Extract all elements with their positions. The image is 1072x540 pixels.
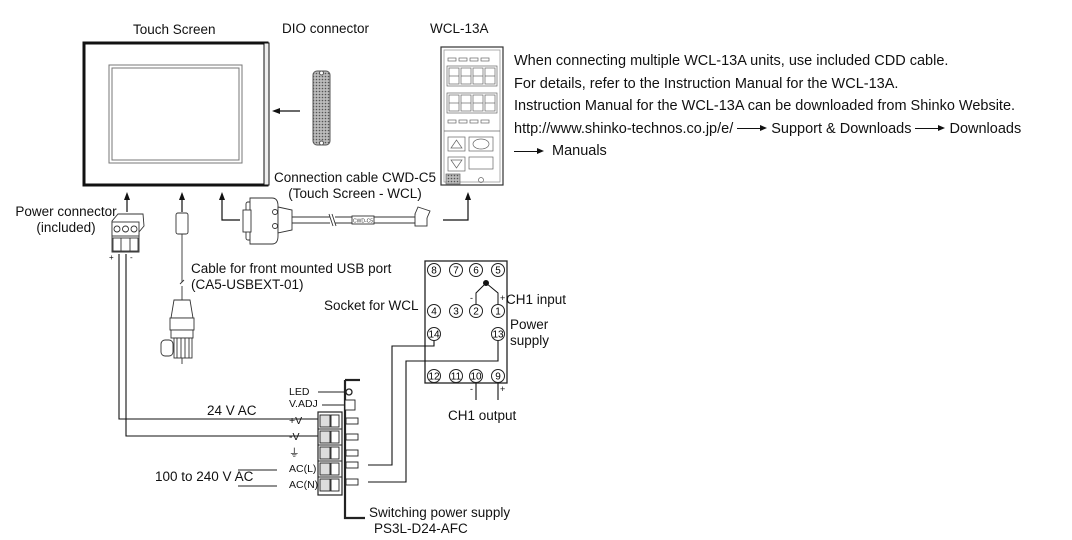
socket-pin-1 bbox=[491, 304, 505, 318]
ch1-output-plus: + bbox=[500, 384, 506, 394]
dio-connector-shape bbox=[312, 70, 331, 146]
wcl-socket-shape bbox=[368, 260, 508, 483]
socket-pin-7 bbox=[449, 263, 463, 277]
connection-cable-label: Connection cable CWD-C5 (Touch Screen - … bbox=[268, 170, 442, 202]
socket-pin-14 bbox=[427, 327, 441, 341]
shinko-url[interactable]: http://www.shinko-technos.co.jp/e/ bbox=[514, 120, 734, 137]
step-support-downloads: Support & Downloads bbox=[771, 120, 912, 137]
cwd-c5-cable-shape bbox=[242, 197, 431, 245]
power-supply-label: Power supply bbox=[510, 317, 549, 349]
psu-label: Switching power supply PS3L-D24-AFC bbox=[369, 505, 510, 537]
note-line-5: Manuals bbox=[514, 140, 1021, 163]
note-line-1: When connecting multiple WCL-13A units, … bbox=[514, 53, 949, 69]
socket-pin-label: 6 bbox=[473, 266, 479, 277]
wcl-13a-device bbox=[440, 46, 504, 186]
socket-pin-label: 14 bbox=[428, 330, 440, 341]
socket-pin-3 bbox=[449, 304, 463, 318]
socket-pin-9 bbox=[491, 369, 505, 383]
cable-print-text: CWD-C5 bbox=[353, 219, 373, 225]
100-240v-ac-label: 100 to 240 V AC bbox=[155, 469, 254, 484]
socket-pin-13 bbox=[491, 327, 505, 341]
ch1-input-plus: + bbox=[500, 293, 506, 303]
connection-cable-label-line2: (Touch Screen - WCL) bbox=[288, 186, 422, 201]
dio-connector-label: DIO connector bbox=[282, 21, 370, 36]
psu-terminal-minus-v: -V bbox=[289, 431, 300, 443]
power-connector-label-line2: (included) bbox=[36, 220, 96, 235]
touch-screen-device bbox=[82, 41, 270, 187]
socket-pin-label: 2 bbox=[473, 307, 479, 318]
arrow-right-icon bbox=[514, 147, 544, 157]
socket-pin-10 bbox=[469, 369, 483, 383]
psu-label-line2: PS3L-D24-AFC bbox=[374, 521, 468, 536]
24v-wires bbox=[118, 254, 318, 437]
socket-pin-12 bbox=[427, 369, 441, 383]
power-minus-mark: - bbox=[130, 253, 133, 262]
wcl-13a-label: WCL-13A bbox=[430, 21, 489, 36]
socket-label: Socket for WCL bbox=[324, 298, 419, 313]
socket-pin-8 bbox=[427, 263, 441, 277]
psu-label-line1: Switching power supply bbox=[369, 505, 511, 520]
step-manuals: Manuals bbox=[552, 143, 607, 160]
power-supply-label-line2: supply bbox=[510, 333, 550, 348]
socket-pin-label: 3 bbox=[453, 307, 459, 318]
psu-terminal-ground: ⏚ bbox=[289, 447, 300, 459]
socket-pin-5 bbox=[491, 263, 505, 277]
power-connector-label: Power connector (included) bbox=[12, 204, 120, 236]
socket-pin-11 bbox=[449, 369, 463, 383]
ch1-output-minus: - bbox=[470, 384, 473, 394]
24v-ac-label: 24 V AC bbox=[207, 403, 257, 418]
ch1-input-minus: - bbox=[470, 293, 473, 303]
socket-pin-6 bbox=[469, 263, 483, 277]
touch-screen-label: Touch Screen bbox=[133, 22, 216, 37]
step-downloads: Downloads bbox=[949, 120, 1022, 137]
note-line-2: For details, refer to the Instruction Ma… bbox=[514, 75, 899, 92]
psu-terminal-vadj: V.ADJ bbox=[289, 398, 318, 410]
socket-pins: 8 7 6 5 4 3 2 1 12 11 10 9 14 13 bbox=[427, 263, 505, 383]
socket-pin-label: 13 bbox=[492, 330, 504, 341]
usb-cable-label: Cable for front mounted USB port (CA5-US… bbox=[191, 261, 391, 293]
connection-cable-label-line1: Connection cable CWD-C5 bbox=[273, 170, 437, 185]
psu-terminal-led: LED bbox=[289, 386, 310, 398]
arrow-right-icon bbox=[915, 124, 946, 134]
power-connector-label-line1: Power connector bbox=[15, 204, 117, 219]
note-line-3: Instruction Manual for the WCL-13A can b… bbox=[514, 98, 1016, 115]
power-plus-mark: + bbox=[109, 253, 114, 262]
socket-pin-label: 11 bbox=[451, 372, 462, 383]
arrow-right-icon bbox=[737, 124, 768, 134]
usb-cable-label-line2: (CA5-USBEXT-01) bbox=[191, 277, 304, 292]
socket-pin-label: 5 bbox=[495, 266, 501, 277]
psu-terminal-ac-n: AC(N) bbox=[289, 479, 319, 491]
usb-cable-shape bbox=[160, 212, 195, 364]
psu-terminal-plus-v: +V bbox=[289, 415, 303, 427]
socket-pin-label: 7 bbox=[453, 266, 459, 277]
socket-pin-label: 4 bbox=[431, 307, 437, 318]
connection-arrows bbox=[124, 192, 471, 221]
ch1-output-label: CH1 output bbox=[448, 408, 517, 423]
ch1-input-label: CH1 input bbox=[506, 292, 567, 307]
socket-pin-2 bbox=[469, 304, 483, 318]
psu-shape bbox=[238, 378, 365, 520]
psu-terminal-ac-l: AC(L) bbox=[289, 463, 317, 475]
socket-pin-label: 9 bbox=[495, 372, 501, 383]
socket-pin-label: 10 bbox=[470, 372, 482, 383]
socket-pin-label: 8 bbox=[431, 266, 437, 277]
usb-cable-label-line1: Cable for front mounted USB port bbox=[191, 261, 392, 276]
power-supply-label-line1: Power bbox=[510, 317, 549, 332]
socket-pin-4 bbox=[427, 304, 441, 318]
socket-pin-label: 1 bbox=[495, 307, 501, 318]
socket-pin-label: 12 bbox=[428, 372, 440, 383]
instructions-notes: When connecting multiple WCL-13A units, … bbox=[514, 50, 1021, 163]
note-line-4: http://www.shinko-technos.co.jp/e/Suppor… bbox=[514, 118, 1021, 141]
power-connector-shape bbox=[111, 213, 145, 253]
